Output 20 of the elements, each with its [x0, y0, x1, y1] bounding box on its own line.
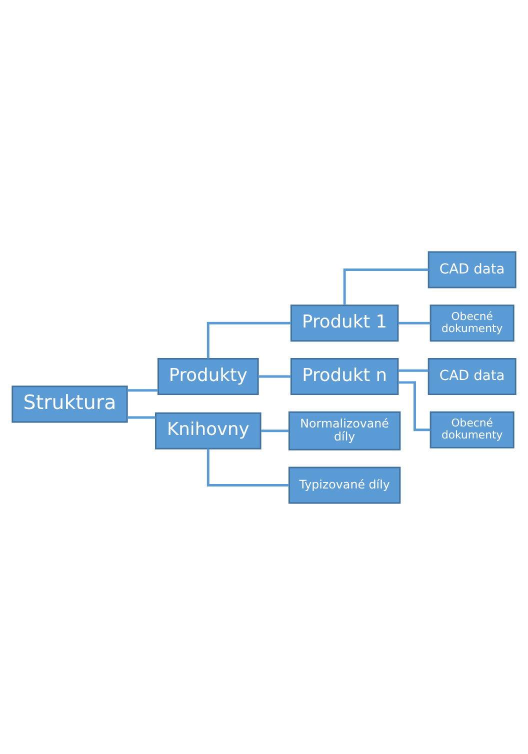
connector	[258, 374, 291, 378]
node-box: Struktura	[12, 385, 128, 422]
node-box: Obecné dokumenty	[430, 410, 514, 448]
connector	[398, 368, 428, 372]
connector	[398, 321, 430, 324]
node-box: Normalizované díly	[288, 410, 401, 450]
connector	[127, 388, 158, 392]
node-box: Typizované díly	[288, 466, 401, 504]
connector	[127, 416, 156, 418]
connector	[260, 429, 289, 432]
node-box: CAD data	[428, 357, 516, 395]
node-box: Knihovny	[155, 412, 262, 449]
node-box: Produkt 1	[290, 304, 399, 342]
node-box: Produkty	[157, 357, 259, 395]
connector	[206, 448, 290, 486]
node-box: Produkt n	[290, 357, 399, 395]
node-box: CAD data	[428, 250, 516, 288]
node-box: Obecné dokumenty	[430, 304, 514, 342]
connector	[343, 268, 429, 305]
connector	[206, 321, 292, 358]
